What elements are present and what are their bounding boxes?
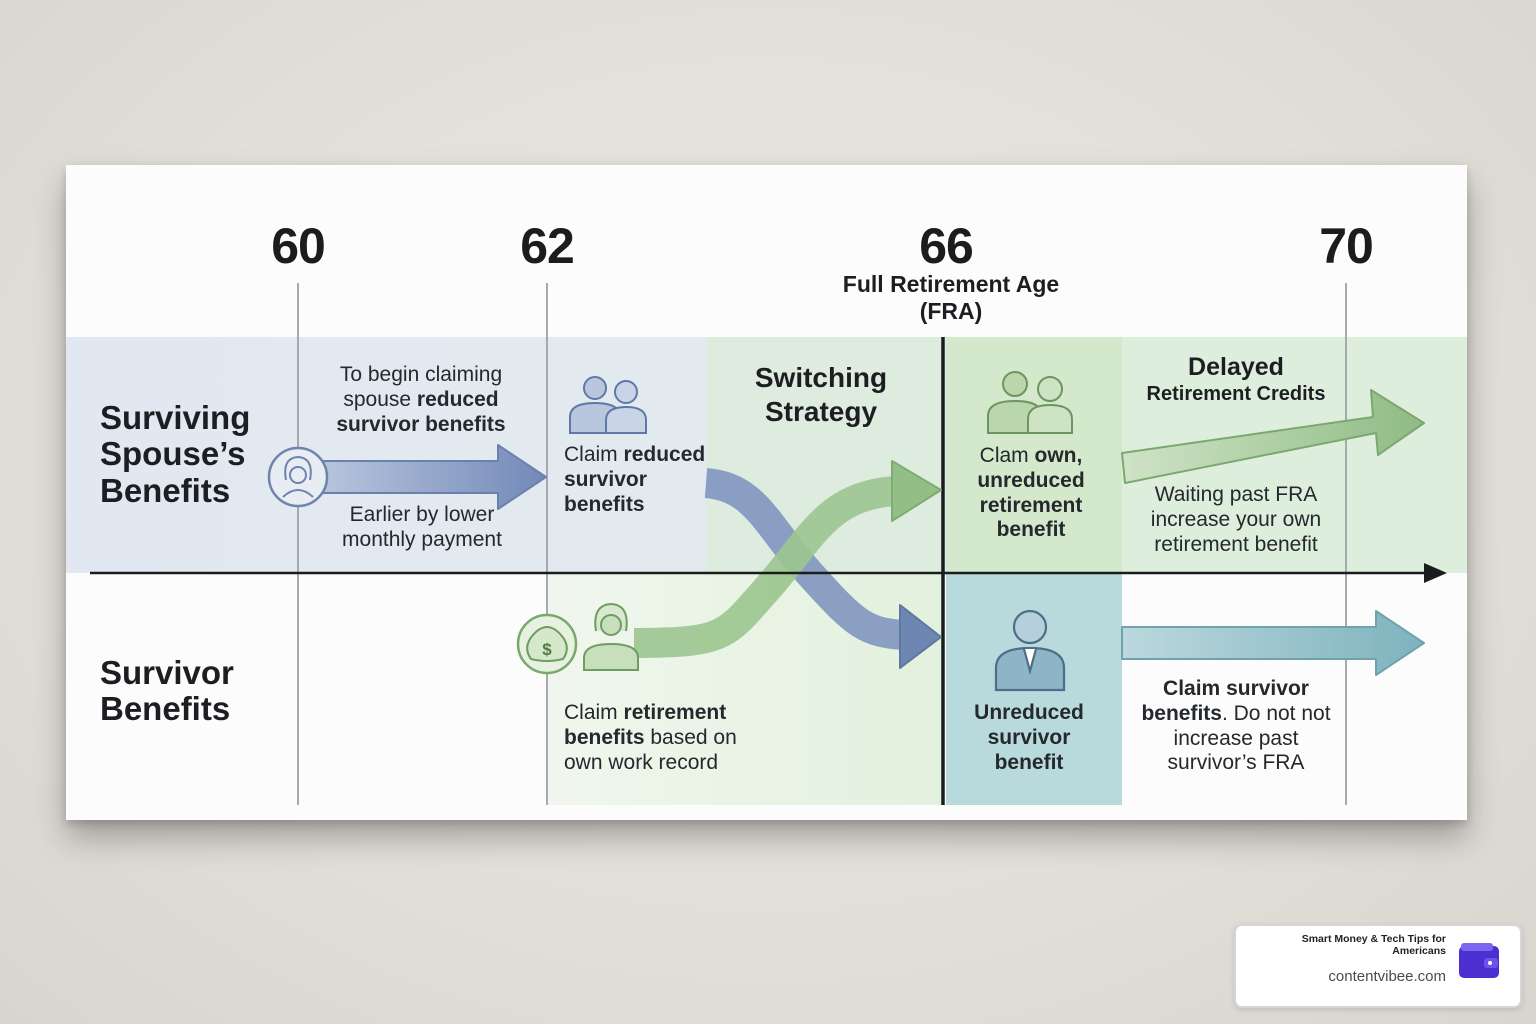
fra-label: Full Retirement Age (FRA) — [842, 271, 1060, 324]
delayed-credits-title-1: Delayed — [1188, 353, 1284, 381]
brand-tagline: Smart Money & Tech Tips for Americans — [1301, 933, 1446, 957]
wallet-icon — [1459, 943, 1499, 978]
brand-url[interactable]: contentvibee.com — [1328, 968, 1446, 985]
couple-icon — [569, 376, 647, 434]
note-claim-reduced-strong: reduced survivor benefits — [564, 443, 706, 516]
reduced-to-survivor-arrow-body — [704, 468, 907, 650]
row-label-surviving-spouse: Surviving Spouse’s Benefits — [100, 399, 251, 509]
age-70-label: 70 — [1319, 218, 1374, 274]
woman-icon — [583, 602, 639, 671]
early-claim-arrow — [315, 444, 547, 510]
svg-text:$: $ — [542, 640, 552, 659]
note-begin-claiming: To begin claiming spouse reduced survivo… — [316, 363, 526, 437]
note-claim-own-text: Clam — [979, 444, 1029, 467]
note-claim-reduced-text: Claim — [564, 443, 618, 466]
retirement-to-own-arrow-body — [633, 476, 898, 658]
reduced-to-survivor-arrow-head — [899, 604, 942, 669]
delayed-credits-arrow — [1121, 389, 1425, 484]
row-label-survivor-benefits: Survivor Benefits — [100, 654, 234, 728]
age-66-label: 66 — [919, 218, 974, 274]
note-claim-retirement-strong: retirement benefits — [564, 701, 727, 749]
note-claim-own-strong: own, unreduced retirement benefit — [977, 444, 1085, 542]
switching-strategy-title: Switching Strategy — [754, 362, 888, 427]
age-62-label: 62 — [520, 218, 575, 274]
couple-icon-fra — [987, 371, 1073, 434]
claim-own-band — [946, 337, 1122, 573]
note-begin-claiming-strong: reduced survivor benefits — [336, 387, 506, 436]
age-60-label: 60 — [271, 218, 326, 274]
note-claim-retirement-tail: based on own work record — [564, 725, 737, 774]
note-claim-survivor-strong: benefits — [1141, 701, 1222, 725]
delayed-credits-title-2: Retirement Credits — [1146, 383, 1326, 405]
timeline-diagram: $ — [66, 283, 1467, 805]
timeline-card: $ 60 62 66 70 Full Retirement Age (FRA) … — [66, 165, 1467, 820]
woman-avatar-icon — [267, 446, 329, 508]
note-waiting: Waiting past FRA increase your own retir… — [1150, 483, 1322, 556]
note-claim-reduced: Claim reduced survivor benefits — [564, 443, 714, 517]
note-claim-survivor: Claim survivor benefits. Do not not incr… — [1141, 677, 1331, 776]
survivor-benefit-arrow — [1121, 610, 1425, 676]
note-begin-claiming-text: To begin claiming spouse — [339, 363, 503, 411]
brand-badge[interactable]: Smart Money & Tech Tips for Americans co… — [1234, 924, 1522, 1008]
man-icon — [994, 609, 1066, 692]
note-earlier: Earlier by lower monthly payment — [342, 503, 502, 551]
time-axis-arrowhead — [1424, 563, 1447, 583]
money-bag-icon: $ — [516, 613, 578, 675]
note-claim-survivor-text: Claim survivor — [1163, 677, 1309, 700]
retirement-to-own-arrow-head — [891, 460, 942, 522]
note-claim-retirement: Claim retirement benefits based on own w… — [564, 701, 754, 775]
note-claim-own: Clam own, unreduced retirement benefit — [961, 444, 1101, 543]
note-unreduced: Unreduced survivor benefit — [974, 701, 1084, 774]
note-claim-survivor-tail: . Do not not increase past survivor’s FR… — [1167, 701, 1331, 775]
note-claim-retirement-text: Claim — [564, 701, 618, 724]
